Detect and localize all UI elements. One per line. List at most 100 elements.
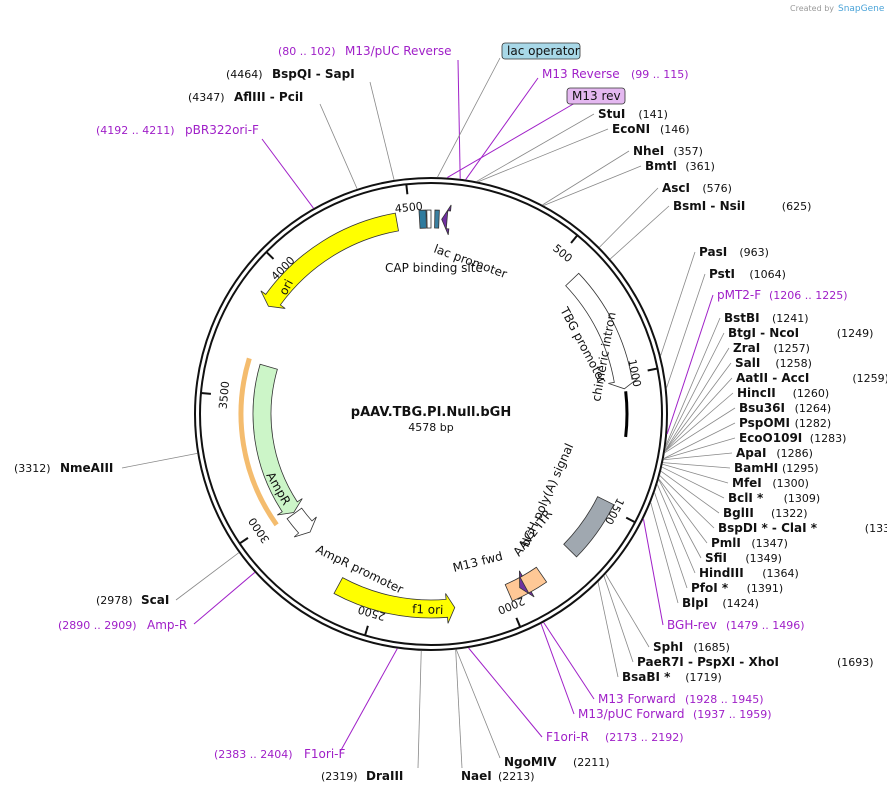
ruler-tick-4000 — [265, 251, 275, 260]
feature-CAP-binding-site — [418, 209, 427, 229]
ruler-label-3500: 3500 — [217, 381, 232, 410]
label-ngomiv: NgoMIV — [504, 755, 557, 769]
right-label-pos-18: (1286) — [776, 447, 813, 460]
right-label-pos-0: (141) — [638, 108, 668, 121]
label-draiii: DraIII — [366, 769, 403, 783]
right-label-21: BclI * — [728, 491, 764, 505]
right-label-pos-35: (2173 .. 2192) — [605, 731, 684, 744]
feature-label-cap-binding-site: CAP binding site — [385, 261, 483, 275]
feature-label-f1-ori: f1 ori — [412, 602, 444, 617]
leader-right-13 — [664, 377, 733, 452]
leader-f1ori-f — [339, 648, 398, 753]
label-bspqi-pos: (4464) — [226, 68, 263, 81]
label-m13-reverse-pos: (99 .. 115) — [631, 68, 689, 81]
right-label-23: BspDI * - ClaI * — [718, 521, 818, 535]
right-label-pos-21: (1309) — [784, 492, 821, 505]
credit-created-by: Created by — [790, 4, 834, 13]
right-label-9: BstBI — [724, 311, 760, 325]
leader-draiii — [417, 650, 422, 769]
leader-lac-operator — [437, 57, 501, 178]
feature-M13-rev — [441, 204, 452, 235]
leader-amp-r — [193, 572, 256, 625]
label-m13puc-reverse-pos: (80 .. 102) — [278, 45, 336, 58]
leader-right-34 — [540, 623, 575, 715]
right-label-pos-20: (1300) — [772, 477, 809, 490]
right-label-pos-4: (576) — [702, 182, 732, 195]
leader-right-24 — [658, 478, 708, 544]
right-label-30: SphI — [653, 640, 683, 654]
right-label-pos-11: (1257) — [773, 342, 810, 355]
right-label-25: SfiI — [705, 551, 727, 565]
right-label-0: StuI — [598, 107, 625, 121]
leader-ngomiv — [455, 649, 501, 759]
right-label-10: BtgI - NcoI — [728, 326, 799, 340]
leader-right-28 — [650, 502, 679, 604]
label-scai: ScaI — [141, 593, 169, 607]
leader-right-3 — [543, 165, 642, 206]
leader-lines — [121, 57, 736, 769]
right-label-pos-12: (1258) — [775, 357, 812, 370]
leader-right-10 — [665, 332, 725, 449]
ruler-tick-2500 — [364, 625, 369, 636]
right-label-pos-29: (1479 .. 1496) — [726, 619, 805, 632]
leader-right-17 — [663, 437, 736, 460]
ruler-tick-500 — [570, 234, 579, 244]
right-label-pos-31: (1693) — [837, 656, 874, 669]
right-label-13: AatII - AccI — [736, 371, 809, 385]
plasmid-name: pAAV.TBG.PI.Null.bGH — [351, 405, 511, 420]
feature-chimeric-intron — [624, 391, 629, 438]
right-label-pos-30: (1685) — [693, 641, 730, 654]
leader-right-29 — [642, 518, 664, 626]
leader-right-0 — [476, 113, 595, 182]
label-lac-operator: lac operator — [507, 44, 580, 58]
m13-rev-box — [566, 87, 626, 105]
right-label-pos-33: (1928 .. 1945) — [685, 693, 764, 706]
right-label-2: NheI — [633, 144, 664, 158]
label-afliii-pcii: AflIII - PciI — [234, 90, 303, 104]
leader-right-32 — [597, 582, 619, 678]
right-label-column: StuI(141)EcoNI(146)NheI(357)BmtI(361)Asc… — [546, 107, 887, 744]
right-label-3: BmtI — [645, 159, 677, 173]
right-label-12: SalI — [735, 356, 760, 370]
feature-AmpR — [252, 363, 303, 516]
leader-right-23 — [659, 475, 715, 529]
lac-operator-box — [501, 42, 581, 60]
label-scai-pos: (2978) — [96, 594, 133, 607]
label-afliii-pos: (4347) — [188, 91, 225, 104]
feature-lac-operator — [434, 209, 440, 229]
right-label-pos-19: (1295) — [782, 462, 819, 475]
ruler-tick-3500 — [200, 391, 212, 395]
leader-right-18 — [663, 452, 733, 461]
feature-TBG-promoter — [565, 272, 639, 390]
right-label-pos-10: (1249) — [837, 327, 874, 340]
right-label-31: PaeR7I - PspXI - XhoI — [637, 655, 779, 669]
right-label-pos-34: (1937 .. 1959) — [693, 708, 772, 721]
right-label-pos-8: (1206 .. 1225) — [769, 289, 848, 302]
right-label-15: Bsu36I — [739, 401, 785, 415]
right-label-34: M13/pUC Forward — [578, 707, 685, 721]
label-naei: NaeI — [461, 769, 492, 783]
leader-m13-rev — [446, 102, 576, 178]
leader-right-6 — [660, 251, 696, 356]
right-label-pos-2: (357) — [673, 145, 703, 158]
feature-M13-fwd — [518, 570, 535, 598]
right-label-8: pMT2-F — [717, 288, 761, 302]
leader-afliii — [319, 103, 358, 189]
right-label-pos-14: (1260) — [793, 387, 830, 400]
right-label-27: PfoI * — [691, 581, 729, 595]
right-label-pos-1: (146) — [660, 123, 690, 136]
leader-m13-reverse — [465, 77, 539, 180]
right-label-26: HindIII — [699, 566, 744, 580]
leader-right-8 — [666, 294, 714, 435]
ruler-tick-3000 — [239, 537, 249, 545]
label-f1ori-f: F1ori-F — [304, 747, 345, 761]
label-amp-r: Amp-R — [147, 618, 187, 632]
right-label-29: BGH-rev — [667, 618, 717, 632]
label-pbr322ori-f: pBR322ori-F — [185, 123, 259, 137]
right-label-4: AscI — [662, 181, 690, 195]
leader-right-15 — [664, 407, 736, 454]
leader-right-26 — [656, 484, 696, 574]
right-label-pos-23: (1336) — [865, 522, 887, 535]
right-label-18: ApaI — [736, 446, 766, 460]
